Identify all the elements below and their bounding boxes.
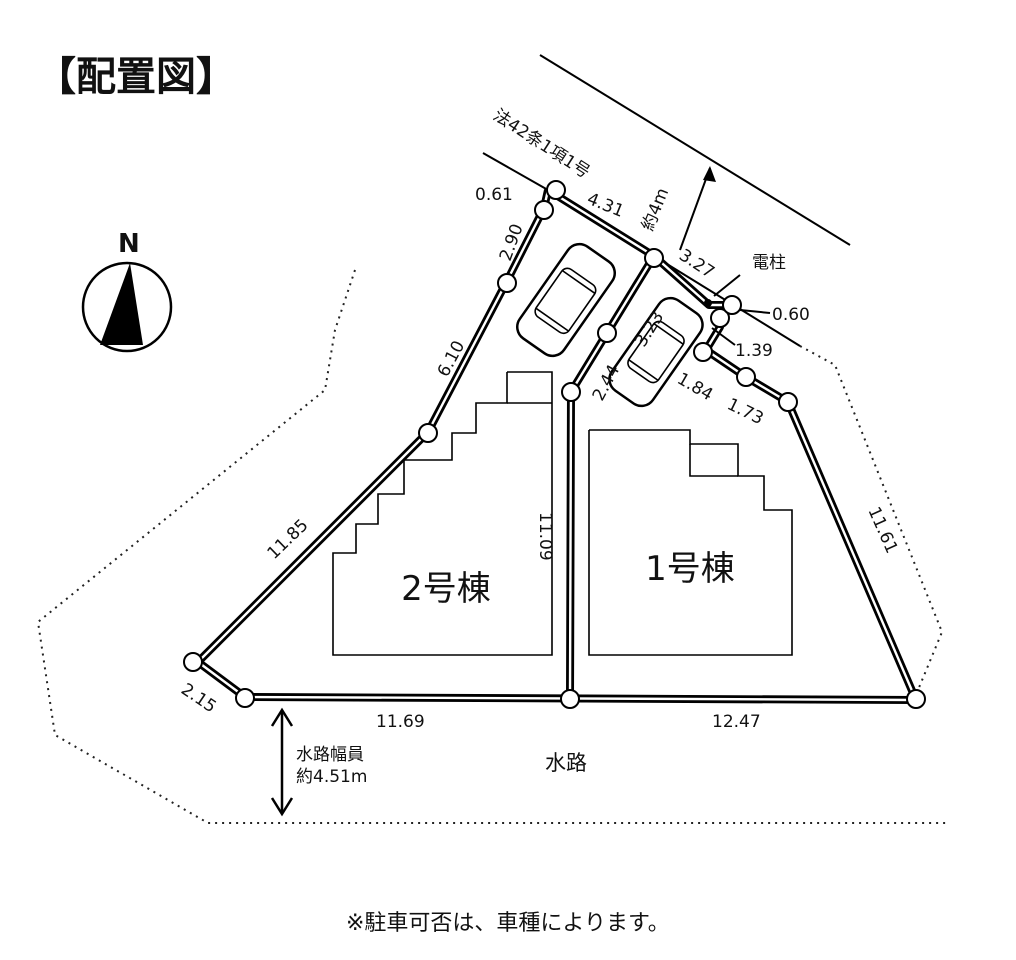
north-arrow-icon xyxy=(100,263,143,345)
dim-1-84: 1.84 xyxy=(674,369,717,405)
road-width-arrow-head xyxy=(703,166,716,182)
waterway-width-arrow xyxy=(270,707,294,817)
dim-11-61: 11.61 xyxy=(863,504,901,557)
waterway-label: 水路 xyxy=(545,751,587,775)
road-width-label: 約4m xyxy=(638,185,673,234)
dim-0-61: 0.61 xyxy=(475,185,513,205)
dim-leader-139 xyxy=(711,327,736,346)
dim-1-73: 1.73 xyxy=(724,395,767,430)
building-2: 2号棟 xyxy=(332,371,553,656)
dim-12-47: 12.47 xyxy=(712,712,761,732)
dim-2-15: 2.15 xyxy=(177,680,220,718)
utility-pole-icon xyxy=(704,299,712,307)
parking-footnote: ※駐車可否は、車種によります。 xyxy=(346,911,670,936)
vertex-markers xyxy=(183,180,926,709)
parking-car-right xyxy=(608,296,704,408)
utility-pole-leader xyxy=(713,274,741,297)
surrounding-outline-left xyxy=(36,269,950,824)
lot-boundary xyxy=(194,186,920,704)
north-label: N xyxy=(118,229,140,259)
building-1-label: 1号棟 xyxy=(645,549,735,589)
north-arrow: N xyxy=(81,229,173,353)
waterway-width-label-line1: 水路幅員 xyxy=(296,745,364,765)
page-title: 【配置図】 xyxy=(36,54,236,100)
road-type-label: 法42条1項1号 xyxy=(489,105,593,182)
road-line-far xyxy=(539,54,851,246)
road-width-arrow xyxy=(679,167,711,251)
dim-leader-060 xyxy=(739,309,771,314)
dim-11-69: 11.69 xyxy=(376,712,425,732)
dim-0-60: 0.60 xyxy=(772,305,810,325)
utility-pole-label: 電柱 xyxy=(752,253,786,273)
waterway-width-label-line2: 約4.51m xyxy=(296,767,367,787)
surrounding-outline-right xyxy=(799,345,944,691)
building-1: 1号棟 xyxy=(588,429,793,656)
building-2-label: 2号棟 xyxy=(401,569,491,609)
parking-car-left xyxy=(516,242,616,358)
road-line-near-1 xyxy=(482,152,549,191)
dim-1-39: 1.39 xyxy=(735,341,773,361)
dim-11-09: 11.09 xyxy=(535,512,555,561)
